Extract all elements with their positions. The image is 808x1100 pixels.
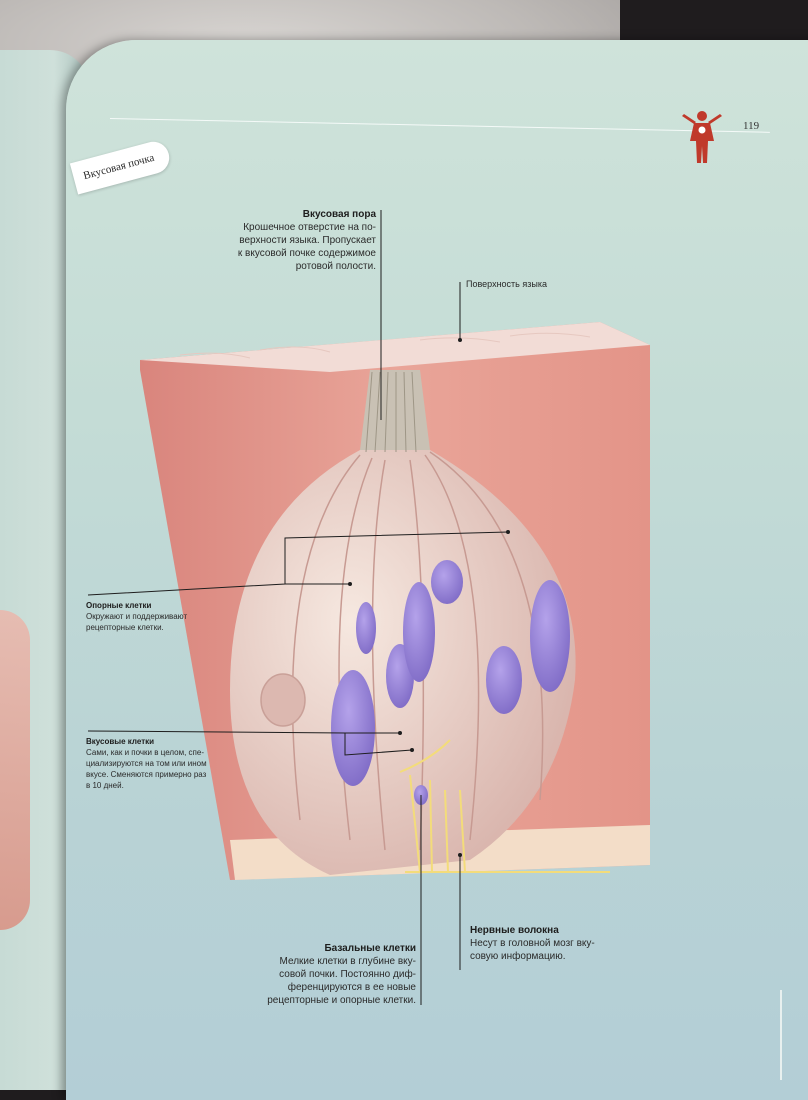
left-page-illustration bbox=[0, 610, 30, 930]
label-nerve-fibres: Нервные волокна Несут в головной мозг вк… bbox=[470, 924, 620, 963]
label-basal-cells-line-3: ференцируются в ее новые bbox=[287, 982, 416, 993]
label-nerve-fibres-line-1: Несут в головной мозг вку- bbox=[470, 938, 595, 949]
label-support-cells-line-1: Окружают и поддерживают bbox=[86, 612, 188, 621]
label-taste-pore-title: Вкусовая пора bbox=[302, 209, 376, 220]
label-taste-cells-title: Вкусовые клетки bbox=[86, 737, 155, 746]
page-number: 119 bbox=[743, 120, 760, 132]
leader-lines bbox=[87, 210, 509, 1005]
label-taste-pore-line-1: Крошечное отверстие на по- bbox=[243, 222, 376, 233]
label-basal-cells-line-4: рецепторные и опорные клетки. bbox=[267, 995, 416, 1006]
cell-nuclei bbox=[331, 560, 570, 805]
label-basal-cells: Базальные клетки Мелкие клетки в глубине… bbox=[250, 942, 416, 1007]
label-taste-cells-line-3: вкусе. Сменяются примерно раз bbox=[86, 770, 207, 779]
label-taste-cells-line-2: циализируются на том или ином bbox=[86, 759, 207, 768]
label-tongue-surface-title: Поверхность языка bbox=[466, 279, 547, 289]
label-taste-pore-line-2: верхности языка. Пропускает bbox=[239, 235, 376, 246]
label-support-cells: Опорные клетки Окружают и поддерживают р… bbox=[86, 600, 206, 633]
label-tongue-surface: Поверхность языка bbox=[466, 278, 547, 291]
label-basal-cells-line-1: Мелкие клетки в глубине вку- bbox=[279, 956, 416, 967]
label-nerve-fibres-title: Нервные волокна bbox=[470, 925, 559, 936]
label-taste-pore-line-4: ротовой полости. bbox=[295, 261, 376, 272]
label-support-cells-title: Опорные клетки bbox=[86, 601, 152, 610]
label-nerve-fibres-line-2: совую информацию. bbox=[470, 951, 566, 962]
human-body-icon bbox=[682, 111, 722, 163]
nerve-fibres bbox=[399, 739, 610, 873]
label-taste-cells: Вкусовые клетки Сами, как и почки в цело… bbox=[86, 736, 211, 791]
label-basal-cells-line-2: совой почки. Постоянно диф- bbox=[279, 969, 416, 980]
label-support-cells-line-2: рецепторные клетки. bbox=[86, 623, 164, 632]
label-taste-pore: Вкусовая пора Крошечное отверстие на по-… bbox=[216, 208, 376, 273]
label-taste-cells-line-1: Сами, как и почки в целом, спе- bbox=[86, 748, 204, 757]
page-edge-mark bbox=[780, 990, 782, 1080]
label-taste-pore-line-3: к вкусовой почке содержимое bbox=[237, 248, 376, 259]
label-basal-cells-title: Базальные клетки bbox=[324, 943, 416, 954]
tongue-surface-cells bbox=[179, 332, 591, 359]
label-taste-cells-line-4: в 10 дней. bbox=[86, 781, 124, 790]
